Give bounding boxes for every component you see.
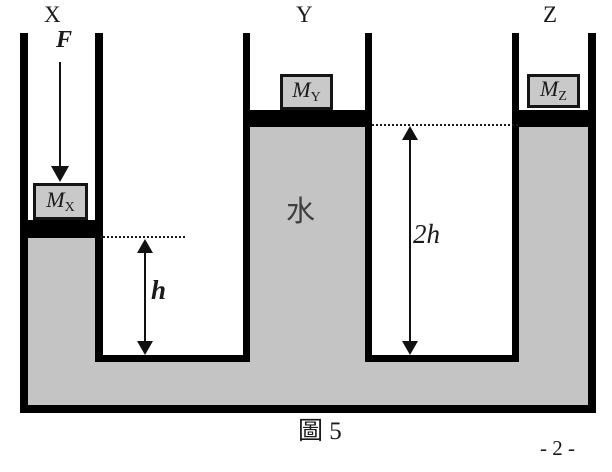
2h-arrow-down-head-icon [402,341,418,355]
2h-arrow-shaft [409,138,411,344]
mass-y-label: MY [292,77,321,105]
force-arrow-shaft [59,62,61,168]
water-column-z [519,127,588,364]
column-x-label: X [44,2,61,27]
mass-block-z: MZ [527,74,580,108]
outer-right-wall [588,33,596,413]
tube-y-left-wall [243,33,250,362]
h-arrow-shaft [144,250,146,344]
water-label: 水 [286,196,316,228]
water-level-yz-dotted-line [372,124,518,126]
column-y-label: Y [296,2,313,27]
h-arrow-down-head-icon [137,341,153,355]
h-label: h [151,275,167,305]
figure-caption: 圖 5 [298,418,342,445]
mass-block-x: MX [33,183,88,220]
2h-label: 2h [413,219,440,249]
tube-z-left-wall [512,33,519,362]
mass-x-label: MX [46,186,75,215]
tube-y-right-wall [365,33,372,362]
water-column-x [28,238,95,364]
tube-x-right-wall [95,33,103,362]
gap-yz-bottom-wall [365,355,519,362]
gap-xy-bottom-wall [95,355,250,362]
piston-y [243,110,372,127]
column-z-label: Z [543,2,558,27]
force-label: F [56,27,73,53]
water-column-y [250,127,365,364]
piston-x [20,220,103,238]
2h-arrow-up-head-icon [402,126,418,140]
mass-block-y: MY [280,74,333,110]
force-arrowhead-icon [51,166,69,182]
piston-z [512,110,596,127]
page-number: - 2 - [540,436,575,460]
water-base [28,362,588,405]
container-bottom-wall [20,405,596,413]
h-arrow-up-head-icon [137,239,153,253]
mass-z-label: MZ [540,76,567,104]
water-level-x-dotted-line [100,236,185,238]
